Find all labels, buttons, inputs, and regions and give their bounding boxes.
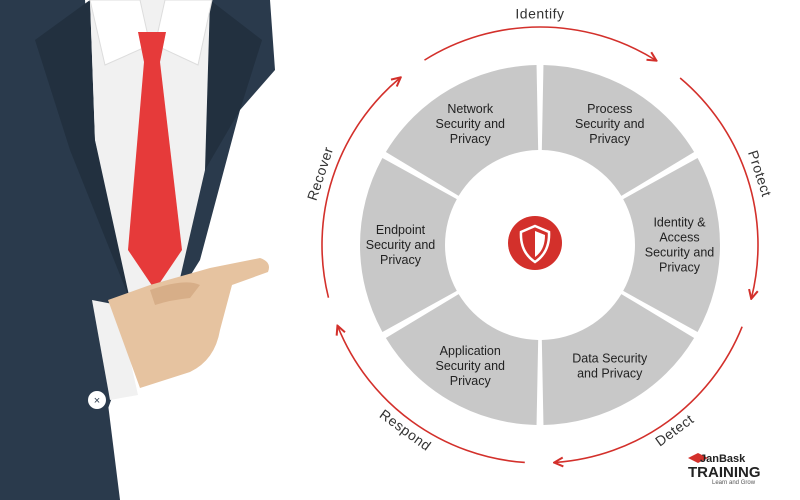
- segment-label-line: Process: [587, 102, 632, 116]
- suit-lapel-right: [205, 0, 262, 170]
- graduation-cap-icon: [688, 453, 708, 463]
- segment-label-line: Identity &: [653, 216, 706, 230]
- sleeve: [0, 300, 120, 500]
- segment-label-line: Privacy: [589, 132, 631, 146]
- tie-knot: [138, 32, 166, 62]
- stage-label-recover: Recover: [304, 145, 336, 203]
- segment-label-line: Endpoint: [376, 223, 426, 237]
- suit-lapel-left: [35, 0, 130, 300]
- segment-label-line: Security and: [366, 238, 436, 252]
- stage-label-protect: Protect: [745, 148, 775, 198]
- cuff-button-cross: ×: [94, 395, 100, 407]
- logo-top-text: JanBask: [700, 453, 746, 465]
- segment-label-line: Security and: [575, 117, 645, 131]
- cuff-button: [88, 391, 106, 409]
- segment-3: [541, 294, 695, 425]
- stage-label-identify: Identify: [515, 6, 564, 22]
- stage-arrow-detect: [555, 326, 743, 463]
- segment-2: [623, 158, 721, 332]
- logo-main-text: TRAINING: [688, 464, 761, 481]
- segment-1: [541, 65, 695, 196]
- shield-icon: [508, 216, 562, 270]
- stage-arrow-identify: [424, 26, 655, 60]
- logo-tagline: Learn and Grow: [712, 480, 756, 486]
- shirt-collar-right: [154, 0, 213, 66]
- segment-label-line: Security and: [436, 359, 506, 373]
- segment-label-line: and Privacy: [577, 366, 643, 380]
- segment-label-line: Privacy: [450, 132, 492, 146]
- stage-arrows: [321, 26, 759, 464]
- stage-arrow-respond: [338, 327, 525, 464]
- segment-label-line: Data Security: [572, 351, 648, 365]
- janbask-logo: JanBask TRAINING Learn and Grow: [688, 453, 761, 486]
- segment-label-line: Security and: [436, 117, 506, 131]
- segment-label-line: Network: [447, 102, 494, 116]
- segment-label-line: Application: [440, 344, 501, 358]
- tie: [128, 62, 182, 290]
- stage-arrow-protect: [679, 77, 759, 298]
- segment-4: [385, 294, 539, 425]
- stage-arrow-recover: [321, 78, 400, 298]
- segment-6: [385, 65, 539, 196]
- pointing-hand: [108, 258, 269, 388]
- segment-label-line: Privacy: [450, 374, 492, 388]
- segment-label-line: Security and: [645, 246, 715, 260]
- shirt-cuff: [92, 300, 138, 400]
- segment-label-line: Access: [659, 231, 699, 245]
- businessman-illustration: ×: [0, 0, 275, 500]
- segment-label-line: Privacy: [659, 261, 701, 275]
- segment-5: [360, 158, 457, 332]
- thumb: [150, 282, 200, 305]
- segment-label-line: Privacy: [380, 253, 422, 267]
